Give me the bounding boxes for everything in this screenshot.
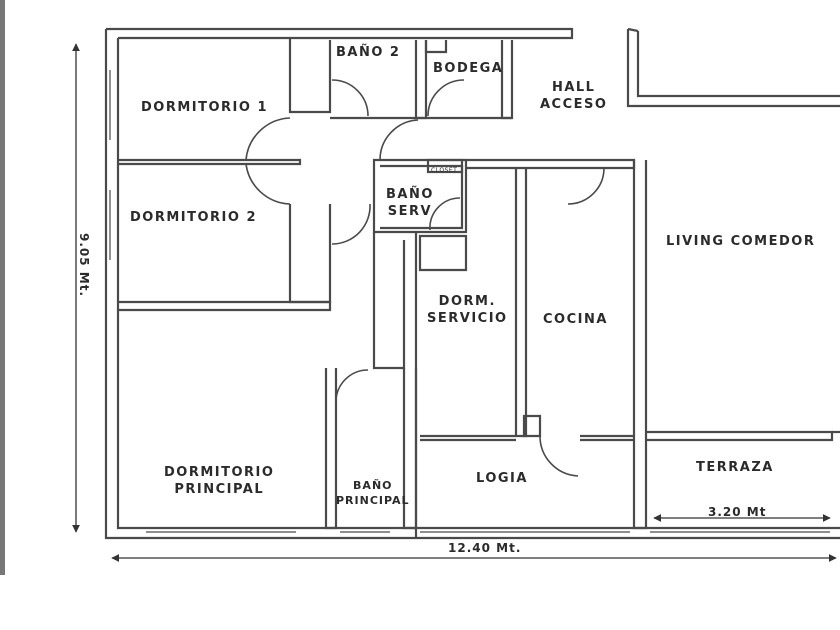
dimension-terraza-label: 3.20 Mt: [708, 505, 767, 519]
label-dormitorio-2: DORMITORIO 2: [130, 210, 258, 225]
wall-cocina-top: [466, 158, 636, 170]
door-dormitorio-1: [245, 117, 291, 161]
dimension-height-label: 9.05 Mt.: [77, 232, 92, 298]
walls: [104, 27, 840, 540]
door-cocina: [567, 167, 605, 205]
door-bodega: [427, 79, 465, 117]
door-swings: [245, 79, 605, 477]
label-closet: CLOSET: [431, 167, 458, 174]
wall-dorm1-right: [288, 38, 332, 114]
label-bano-2: BAÑO 2: [336, 45, 401, 60]
label-cocina: COCINA: [543, 312, 608, 327]
outer-wall-left-inner: [116, 38, 840, 530]
wall-terraza-top: [646, 430, 834, 442]
label-logia: LOGIA: [476, 471, 528, 486]
wall-dorm1-bottom: [118, 158, 302, 166]
wall-bodega-right: [500, 40, 514, 120]
door-corridor: [331, 203, 371, 245]
door-bano-principal: [335, 369, 369, 401]
label-dormitorio-1: DORMITORIO 1: [141, 100, 269, 115]
wall-bano2-right: [414, 40, 428, 120]
scan-edge: [0, 0, 5, 575]
outer-wall-top: [106, 27, 574, 40]
label-dorm-servicio: DORM.SERVICIO: [427, 294, 508, 326]
label-terraza: TERRAZA: [696, 460, 774, 475]
wall-cocina-right: [632, 160, 648, 530]
door-bano-serv: [429, 197, 461, 231]
outer-wall-left: [104, 29, 840, 540]
wall-dorm-serv-right: [514, 168, 528, 438]
wall-dorm2-right: [288, 204, 332, 304]
wall-dorm2-bottom: [118, 300, 332, 312]
door-logia: [539, 435, 579, 477]
door-hall: [379, 119, 419, 161]
door-bano-2: [331, 79, 369, 117]
label-bodega: BODEGA: [433, 61, 504, 76]
label-living-comedor: LIVING COMEDOR: [666, 234, 816, 249]
wall-bano-principal: [324, 368, 338, 530]
outer-wall-right-top: [626, 29, 840, 108]
dimension-width-label: 12.40 Mt.: [448, 541, 522, 555]
dimension-lines: [72, 43, 837, 562]
door-dormitorio-2: [245, 163, 291, 205]
wall-central-column: [372, 232, 406, 370]
